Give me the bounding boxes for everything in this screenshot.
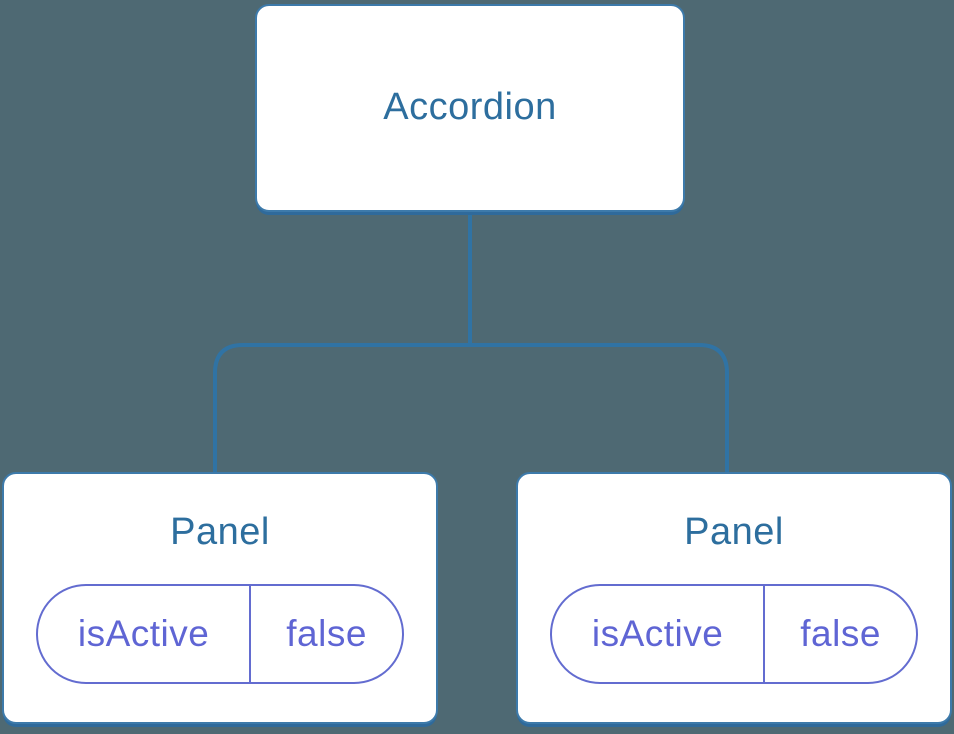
state-key-1: isActive	[77, 612, 210, 654]
component-label-panel-2: Panel	[684, 511, 784, 553]
state-pill-1: isActive false	[36, 583, 404, 684]
component-label-panel-1: Panel	[170, 511, 270, 553]
connector-branch	[213, 343, 729, 474]
component-label-accordion: Accordion	[383, 86, 557, 129]
component-box-panel-1: Panel isActive false	[2, 472, 438, 724]
state-pill-2: isActive false	[550, 583, 918, 684]
component-box-panel-2: Panel isActive false	[516, 472, 952, 724]
state-value-2: false	[763, 585, 916, 682]
state-value-1: false	[249, 585, 402, 682]
component-box-accordion: Accordion	[255, 4, 685, 212]
state-key-2: isActive	[591, 612, 724, 654]
